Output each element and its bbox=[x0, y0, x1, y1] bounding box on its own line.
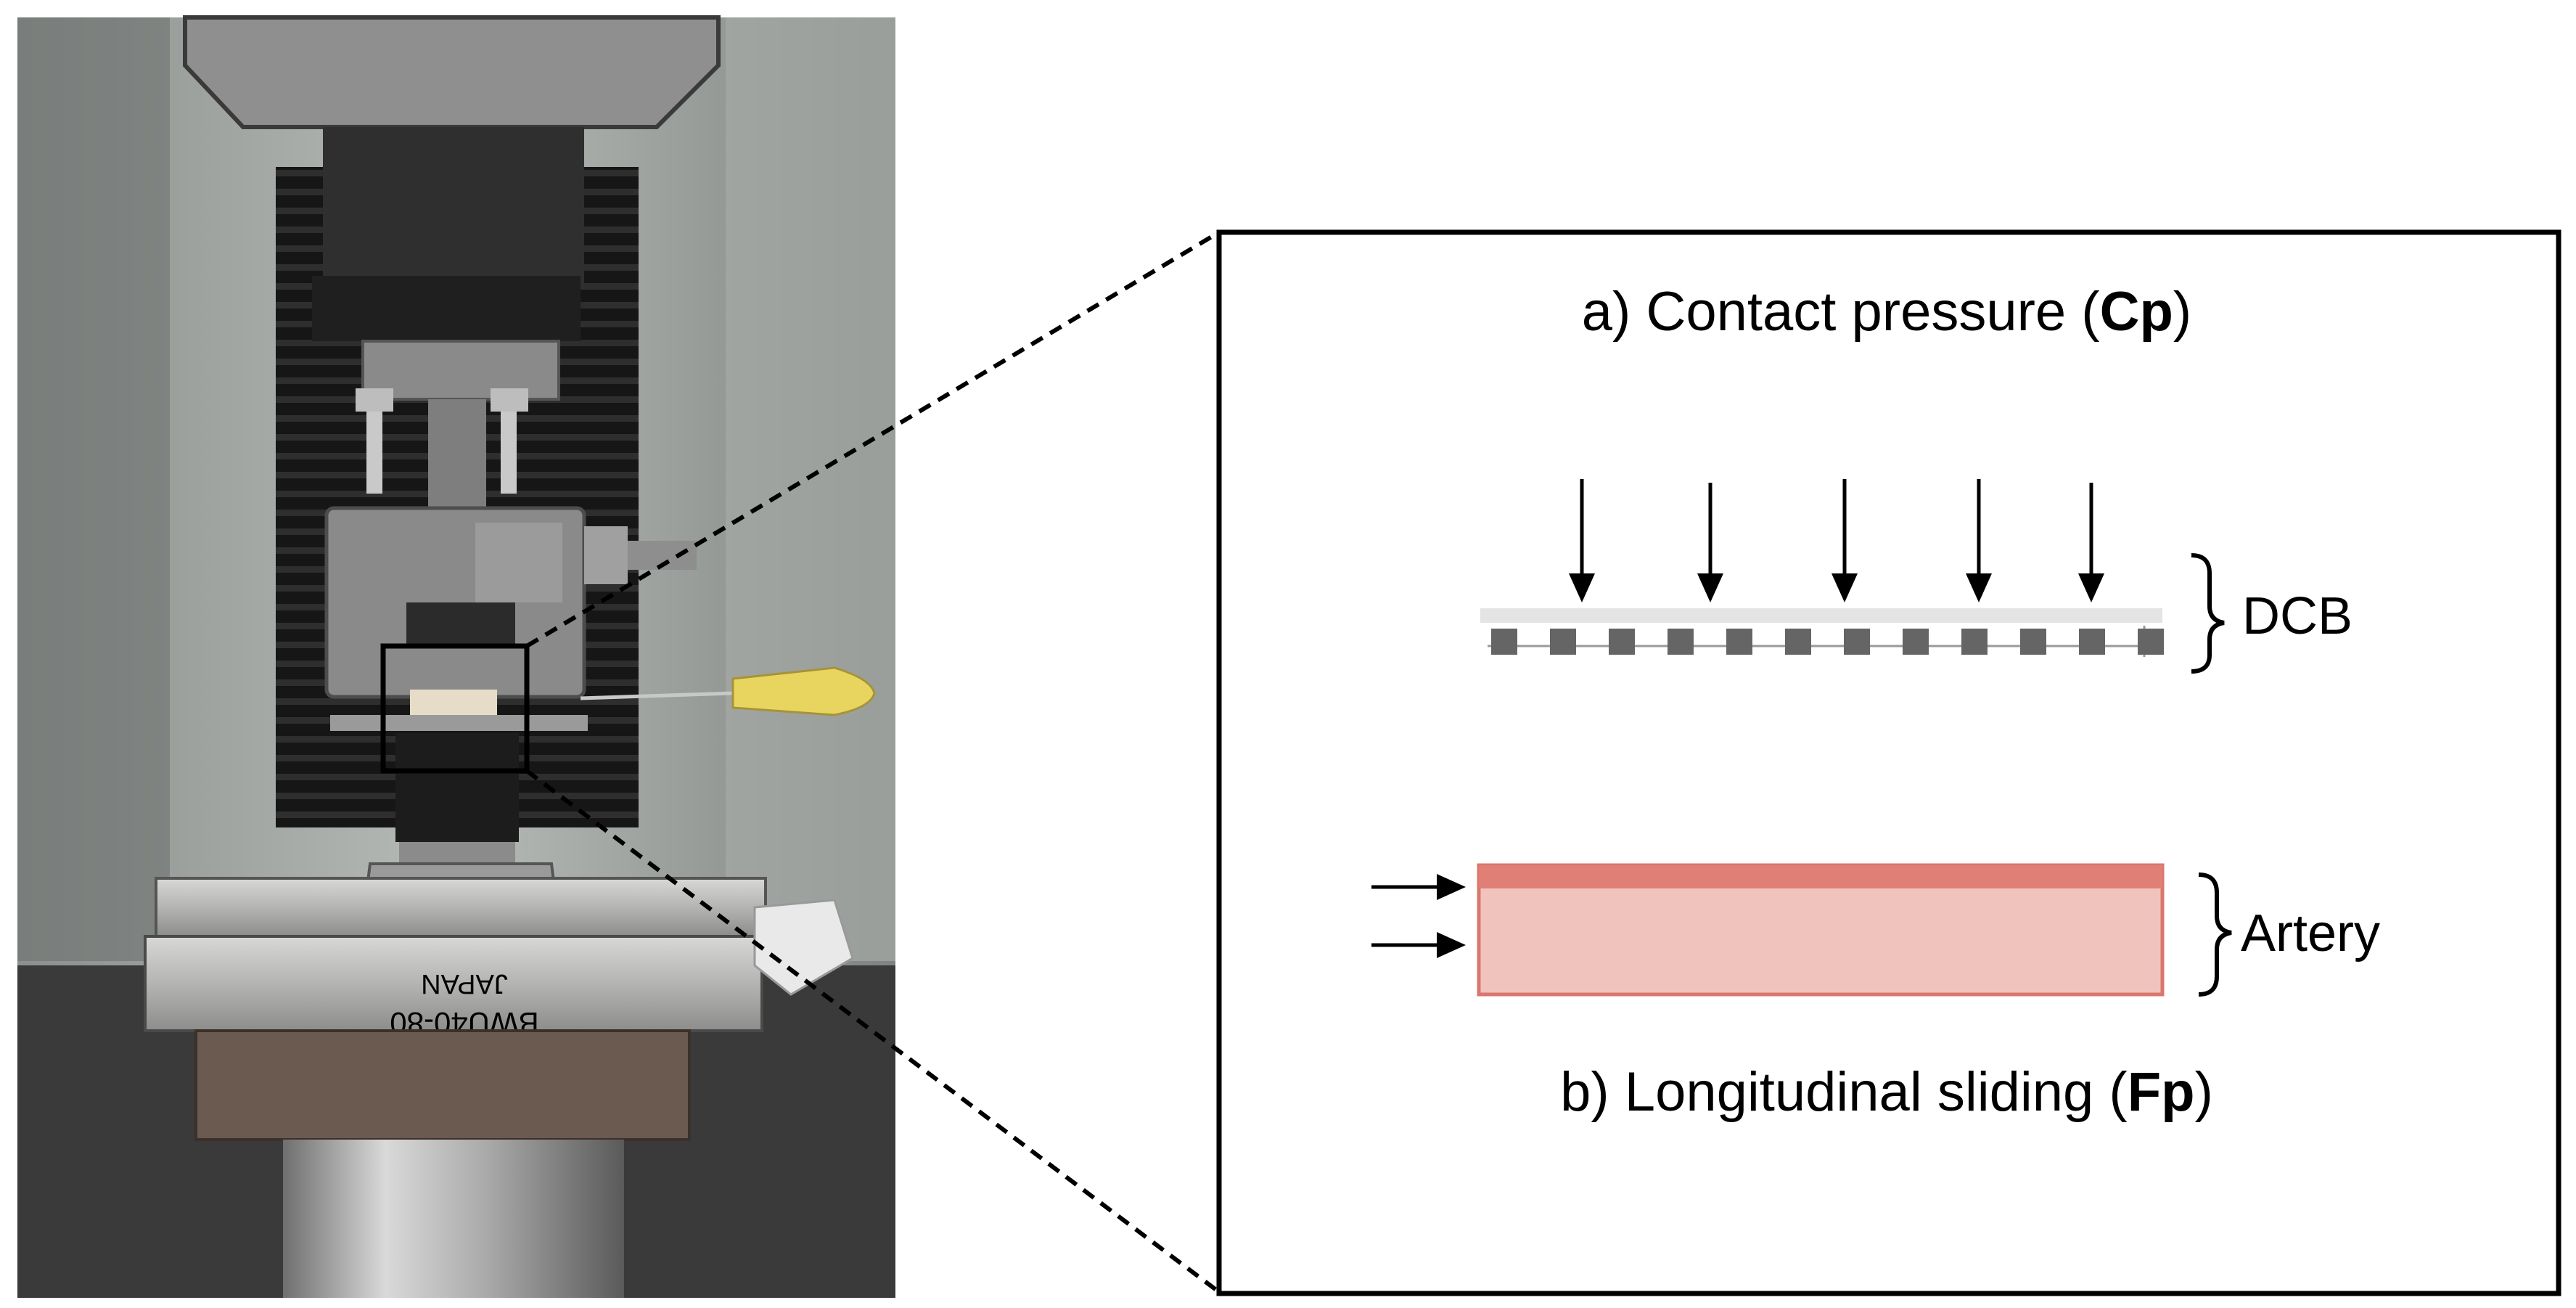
arrow-down-icon bbox=[1966, 479, 1992, 602]
dcb-strut-square bbox=[1844, 629, 1870, 655]
panel-b-title-prefix: b) Longitudinal sliding ( bbox=[1560, 1061, 2128, 1123]
arrow-right-icon bbox=[1371, 932, 1466, 958]
grip-stem bbox=[428, 399, 486, 508]
dcb-coating-layer bbox=[1480, 608, 2162, 623]
grip-slot bbox=[406, 602, 515, 646]
artery-schematic bbox=[1477, 863, 2165, 997]
grip-cap bbox=[475, 523, 562, 602]
specimen-plate bbox=[330, 715, 588, 731]
dcb-strut-square bbox=[1726, 629, 1752, 655]
dcb-label: DCB bbox=[2242, 587, 2353, 645]
panel-b-title-suffix: ) bbox=[2195, 1061, 2213, 1123]
bolt-right bbox=[501, 392, 517, 494]
artery-inner-layer bbox=[1479, 865, 2162, 888]
panel-a-title: a) Contact pressure (Cp) bbox=[1582, 281, 2191, 343]
arrow-down-icon bbox=[1697, 483, 1723, 602]
dcb-strut-square bbox=[1491, 629, 1517, 655]
artery-label: Artery bbox=[2241, 904, 2380, 962]
side-knob bbox=[584, 526, 628, 584]
arrow-down-icon bbox=[1569, 479, 1595, 602]
arrow-down-icon bbox=[1831, 479, 1858, 602]
guide-stamp-line1: JAPAN bbox=[421, 968, 508, 999]
linear-guide bbox=[144, 935, 763, 1032]
test-rig-photo: JAPAN BWU40-80 bbox=[17, 15, 895, 1298]
needle-hub bbox=[731, 666, 876, 716]
dcb-bracket bbox=[2191, 553, 2225, 674]
upper-crosshead bbox=[183, 15, 721, 129]
pressure-arrows bbox=[1569, 479, 2104, 602]
zoom-line-bottom bbox=[525, 769, 1221, 1294]
callout-box bbox=[380, 643, 530, 774]
paper-tag bbox=[753, 899, 854, 996]
artery-bracket bbox=[2198, 872, 2232, 997]
bolt-head-right bbox=[491, 388, 528, 412]
dcb-strut-square bbox=[1961, 629, 1988, 655]
panel-a-title-bold: Cp bbox=[2100, 281, 2173, 343]
dcb-strut-square bbox=[2138, 629, 2164, 655]
dcb-struts bbox=[1491, 629, 2164, 655]
schematic-panel bbox=[1216, 229, 2561, 1296]
dcb-schematic bbox=[1480, 608, 2164, 657]
dcb-strut-square bbox=[1609, 629, 1635, 655]
arrow-right-icon bbox=[1371, 874, 1466, 900]
dcb-strut-square bbox=[1785, 629, 1811, 655]
dcb-strut-square bbox=[2079, 629, 2105, 655]
panel-b-title: b) Longitudinal sliding (Fp) bbox=[1560, 1061, 2213, 1123]
panel-a-title-suffix: ) bbox=[2173, 281, 2191, 343]
panel-a-title-prefix: a) Contact pressure ( bbox=[1582, 281, 2100, 343]
right-pillar bbox=[726, 17, 895, 961]
lower-block bbox=[395, 733, 519, 842]
needle-shaft bbox=[580, 691, 734, 700]
upper-block bbox=[323, 127, 584, 287]
zoom-line-top bbox=[525, 230, 1221, 648]
dcb-strut-square bbox=[1550, 629, 1576, 655]
dcb-strut-square bbox=[2020, 629, 2046, 655]
base-plate bbox=[194, 1029, 691, 1141]
left-pillar bbox=[17, 17, 170, 961]
sliding-arrows bbox=[1371, 874, 1466, 958]
panel-b-title-bold: Fp bbox=[2128, 1061, 2195, 1123]
load-cell-cylinder bbox=[283, 1140, 624, 1298]
upper-plate bbox=[312, 276, 581, 341]
dcb-strut-square bbox=[1903, 629, 1929, 655]
bolt-head-left bbox=[356, 388, 393, 412]
slide-carriage bbox=[155, 877, 767, 938]
bolt-left bbox=[366, 392, 382, 494]
dcb-strut-square bbox=[1668, 629, 1694, 655]
specimen bbox=[410, 690, 497, 719]
arrow-down-icon bbox=[2078, 483, 2104, 602]
